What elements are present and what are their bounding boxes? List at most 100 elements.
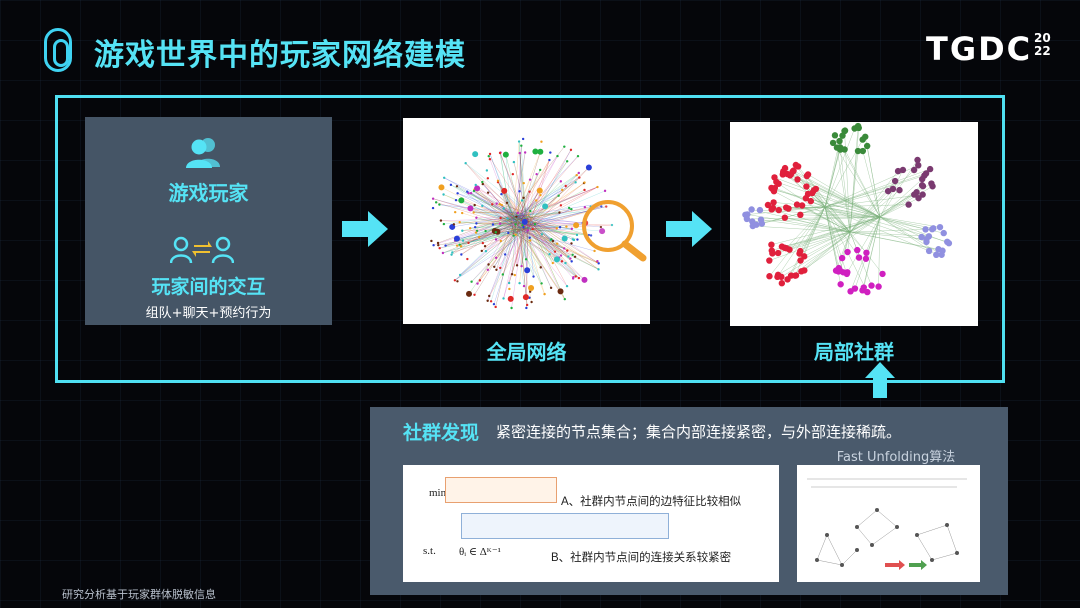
network-edge <box>452 216 515 228</box>
network-edge <box>492 213 514 225</box>
network-node <box>499 239 503 243</box>
network-node <box>596 185 599 189</box>
network-node <box>474 231 478 234</box>
network-node <box>557 194 560 197</box>
network-edge <box>525 172 579 232</box>
network-edge <box>473 190 525 226</box>
network-node <box>494 238 498 241</box>
community-node <box>797 211 804 219</box>
network-edge <box>493 217 523 305</box>
network-node <box>561 188 564 192</box>
network-node <box>460 253 463 256</box>
community-node <box>925 247 933 255</box>
network-edge <box>529 186 598 215</box>
community-edge <box>771 209 851 233</box>
community-edge <box>835 231 851 271</box>
network-edge <box>488 229 524 265</box>
network-node <box>481 180 484 184</box>
network-edge <box>468 193 514 214</box>
network-edge <box>476 217 526 224</box>
network-edge <box>485 224 529 252</box>
network-edge <box>521 214 568 251</box>
community-edge <box>849 231 929 237</box>
network-node <box>581 276 588 283</box>
community-edge <box>804 231 851 257</box>
community-node <box>778 280 786 287</box>
network-edge <box>521 145 527 229</box>
arrow-up-icon <box>865 362 895 398</box>
network-edge <box>523 226 592 236</box>
network-edge <box>494 214 525 267</box>
community-node <box>768 206 775 213</box>
community-node <box>807 197 815 205</box>
network-edge <box>439 204 531 223</box>
community-edge <box>781 231 851 247</box>
network-edge <box>523 212 560 219</box>
network-node <box>487 263 490 266</box>
network-edge <box>518 225 542 284</box>
network-edge <box>522 161 568 232</box>
network-edge <box>511 232 542 284</box>
network-edge <box>523 215 557 229</box>
network-node <box>511 172 515 176</box>
network-node <box>583 181 586 184</box>
network-edge <box>439 204 524 215</box>
network-node <box>458 273 462 277</box>
network-node <box>578 176 581 179</box>
network-node <box>486 191 490 194</box>
network-node <box>571 238 574 241</box>
network-node <box>548 158 551 162</box>
network-edge <box>520 155 558 217</box>
community-node <box>862 255 870 262</box>
community-node <box>868 282 875 289</box>
network-node <box>605 205 608 208</box>
network-edge <box>519 224 557 229</box>
network-node <box>603 189 607 193</box>
network-edge <box>514 177 580 216</box>
community-edge <box>774 187 826 208</box>
network-node <box>456 192 459 195</box>
community-node <box>798 268 805 275</box>
community-edge <box>879 194 915 218</box>
network-node <box>502 151 509 158</box>
network-edge <box>515 200 537 221</box>
network-node <box>452 223 456 226</box>
network-edge <box>513 190 540 225</box>
network-node <box>431 197 435 200</box>
interaction-sub: 组队+聊天+预约行为 <box>145 306 272 321</box>
community-node <box>797 247 804 255</box>
network-edge <box>461 200 531 224</box>
network-edge <box>487 225 517 301</box>
community-node <box>841 127 849 134</box>
network-edge <box>526 219 571 259</box>
network-edge <box>462 216 530 231</box>
user-exchange-icon <box>170 236 234 264</box>
network-node <box>522 225 525 229</box>
network-edge <box>529 231 534 277</box>
network-edge <box>490 232 513 302</box>
network-node <box>438 246 441 250</box>
network-edge <box>526 182 585 224</box>
network-node <box>600 205 603 208</box>
network-node <box>589 234 593 237</box>
network-node <box>566 249 569 252</box>
network-node <box>548 252 551 256</box>
network-node <box>438 203 441 206</box>
network-edge <box>482 181 520 214</box>
network-node <box>557 288 564 295</box>
network-edge <box>511 212 560 216</box>
network-node <box>583 188 586 192</box>
network-node <box>502 297 505 300</box>
network-edge <box>519 182 585 227</box>
network-edge <box>459 226 517 245</box>
network-node <box>472 151 479 158</box>
community-node <box>803 172 811 180</box>
network-edge <box>517 202 605 217</box>
network-edge <box>519 213 599 264</box>
network-edge <box>499 204 516 229</box>
network-edge <box>474 219 521 295</box>
network-node <box>535 199 538 202</box>
network-node <box>555 242 559 245</box>
network-node <box>503 253 507 256</box>
community-edge <box>824 141 840 208</box>
